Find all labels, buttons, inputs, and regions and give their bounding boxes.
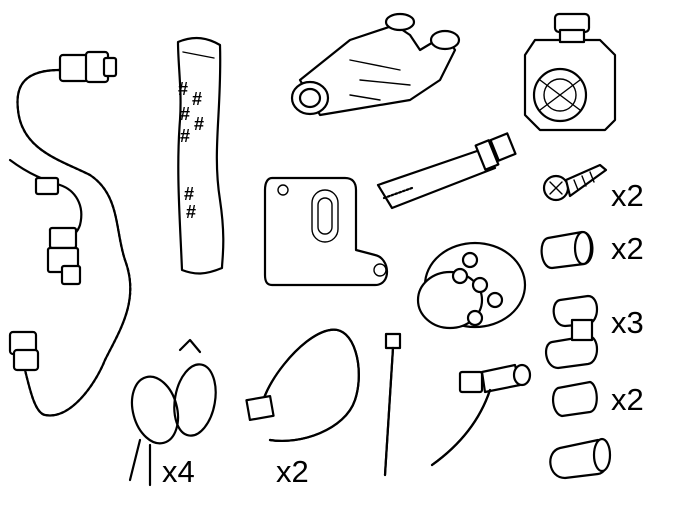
qty-open-clip: x2 <box>611 231 644 266</box>
housing-icon <box>523 12 617 132</box>
svg-text:#: # <box>186 202 196 222</box>
tie-mount-icon <box>430 363 532 467</box>
half-clip-icon <box>549 437 612 480</box>
svg-text:#: # <box>192 89 202 109</box>
grease-tube-icon <box>376 132 517 210</box>
small-clip-icon <box>552 380 598 418</box>
qty-small-clip: x2 <box>611 382 644 417</box>
hose-clamp-icon <box>245 328 360 442</box>
double-clip-icon <box>544 294 599 370</box>
hose-bracket-icon <box>8 158 83 286</box>
qty-hose-clamps: x2 <box>276 454 309 489</box>
y-connector-icon <box>290 12 461 117</box>
svg-text:#: # <box>184 184 194 204</box>
cable-tie-icon <box>383 332 402 477</box>
svg-text:#: # <box>180 126 190 146</box>
corrugated-hose-icon <box>8 50 132 417</box>
qty-loop-ties: x4 <box>162 454 195 489</box>
svg-text:#: # <box>178 79 188 99</box>
qty-double-clip: x3 <box>611 305 644 340</box>
screw-icon <box>542 163 608 202</box>
gasket-strip-icon: # # # # # # # <box>176 36 225 275</box>
qty-screw: x2 <box>611 178 644 213</box>
l-bracket-icon <box>263 176 389 287</box>
loop-ties-icon <box>128 338 217 487</box>
svg-text:#: # <box>194 114 204 134</box>
svg-text:#: # <box>180 104 190 124</box>
cap-icon <box>416 241 527 330</box>
open-clip-icon <box>540 230 594 270</box>
